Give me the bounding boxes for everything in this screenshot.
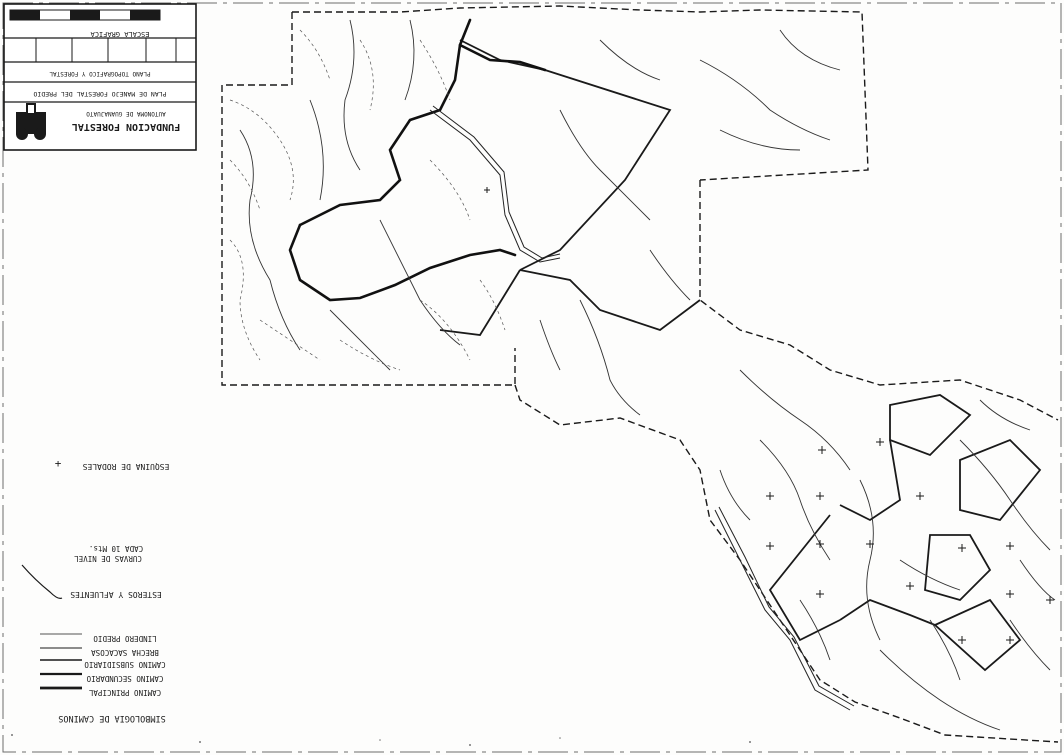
secondary-road xyxy=(429,105,855,711)
legend-road-brecha: BRECHA SACACOSA xyxy=(91,648,159,657)
legend-title: SIMBOLOGIA DE CAMINOS xyxy=(58,713,165,723)
legend-road-subsidiario: CAMINO SUBSIDIARIO xyxy=(84,660,166,669)
legend-road-principal: CAMINO PRINCIPAL xyxy=(88,688,161,697)
main-road xyxy=(288,18,547,302)
streams xyxy=(239,19,1056,731)
stand-lines xyxy=(439,39,1042,672)
scale-label: ESCALA GRAFICA xyxy=(90,30,150,38)
foundation-logo xyxy=(16,103,46,140)
legend-contour-interval: CADA 10 Mts. xyxy=(89,544,143,553)
legend-road-secundario: CAMINO SECUNDARIO xyxy=(86,674,163,683)
scan-speckles xyxy=(11,734,751,746)
stand-corner-markers xyxy=(484,187,1054,644)
legend-stand-corner-symbol: + xyxy=(55,457,62,470)
property-boundary xyxy=(221,5,1059,743)
legend-road-lindero: LINDERO PREDIO xyxy=(93,634,157,643)
legend-contours: CURVAS DE NIVEL xyxy=(74,554,142,563)
legend-streams: ESTEROS Y AFLUENTES xyxy=(70,590,162,599)
org-subtitle: AUTONOMA DE GUANAJUATO xyxy=(86,110,166,117)
map-name: PLANO TOPOGRAFICO Y FORESTAL xyxy=(49,70,151,77)
org-name: FUNDACION FORESTAL xyxy=(72,121,180,132)
legend-stand-corner: ESQUINA DE RODALES xyxy=(82,462,169,471)
legend: ESQUINA DE RODALES + CURVAS DE NIVEL CAD… xyxy=(21,457,169,723)
legend-stream-swatch xyxy=(21,564,63,599)
contour-lines xyxy=(229,29,506,371)
project-line: PLAN DE MANEJO FORESTAL DEL PREDIO xyxy=(33,90,166,98)
title-block: FUNDACION FORESTAL AUTONOMA DE GUANAJUAT… xyxy=(3,3,197,151)
